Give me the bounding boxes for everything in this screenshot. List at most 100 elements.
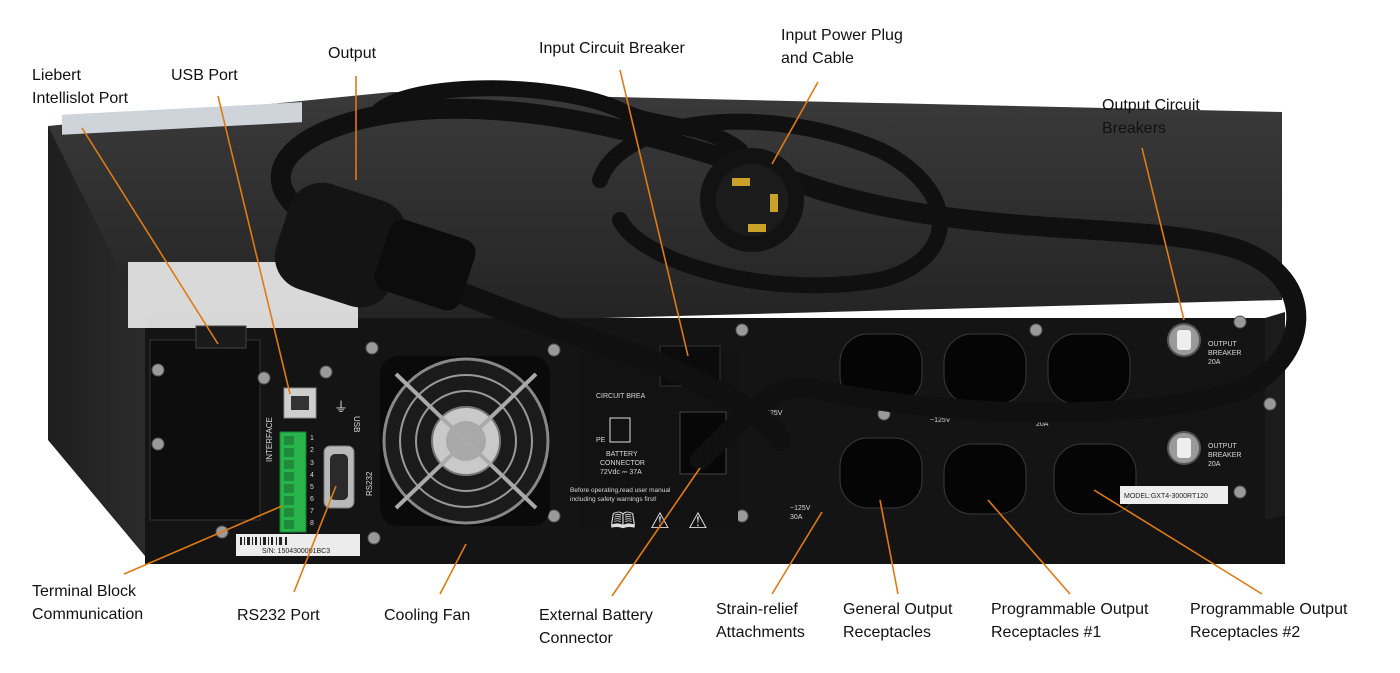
rating-30a: 30A xyxy=(790,514,803,521)
label-output: Output xyxy=(328,42,376,65)
leader-line-output-breakers xyxy=(1141,147,1185,321)
output-breaker-line-3: 20A xyxy=(1208,461,1221,468)
label-general-output-receptacles: General Output Receptacles xyxy=(843,598,952,644)
usb-text: USB xyxy=(352,416,361,432)
receptacles: ~125V ~125V ~125V 20A ~125V 30A xyxy=(762,333,1137,521)
label-input-circuit-breaker: Input Circuit Breaker xyxy=(539,37,685,60)
label-line: External Battery xyxy=(539,607,653,624)
terminal-number: 8 xyxy=(310,520,314,527)
pe-text: PE xyxy=(596,437,606,444)
warning-line-1: Before operating,read user manual xyxy=(570,487,671,494)
label-line: Receptacles #1 xyxy=(991,624,1102,641)
leader-line-prog2 xyxy=(1093,489,1263,595)
programmable-receptacle-1 xyxy=(943,443,1027,515)
output-breaker-line-2: BREAKER xyxy=(1208,452,1241,459)
leader-line-strain xyxy=(771,511,823,595)
label-line: Input Circuit Breaker xyxy=(539,40,685,57)
input-cable-loop xyxy=(372,80,748,158)
label-usb-port: USB Port xyxy=(171,64,238,87)
leader-line-ext-battery xyxy=(611,467,701,597)
label-output-circuit-breakers: Output Circuit Breakers xyxy=(1102,94,1200,140)
label-programmable-receptacles-2: Programmable Output Receptacles #2 xyxy=(1190,598,1347,644)
warning-triangle-icon: ⚠ xyxy=(650,508,670,533)
label-terminal-block: Terminal Block Communication xyxy=(32,580,143,626)
leader-line-terminal xyxy=(123,505,283,575)
leader-line-liebert xyxy=(81,127,219,345)
top-sticker xyxy=(62,102,302,135)
leader-line-usb xyxy=(217,95,291,395)
programmable-receptacle-1 xyxy=(943,333,1027,405)
model-text: MODEL:GXT4-3000RT120 xyxy=(1124,493,1208,500)
label-rs232-port: RS232 Port xyxy=(237,604,320,627)
warning-triangle-icon: ⚠ xyxy=(688,508,708,533)
terminal-block: INTERFACE 1 2 3 4 5 6 7 8 xyxy=(265,417,314,533)
output-connector xyxy=(274,182,476,311)
output-breaker-line-2: BREAKER xyxy=(1208,350,1241,357)
terminal-numbers: 1 2 3 4 5 6 7 8 xyxy=(310,435,314,527)
label-programmable-receptacles-1: Programmable Output Receptacles #1 xyxy=(991,598,1148,644)
label-line: Programmable Output xyxy=(1190,601,1348,618)
rating-125v: ~125V xyxy=(790,505,811,512)
label-line: Liebert xyxy=(32,67,81,84)
terminal-number: 1 xyxy=(310,435,314,442)
leader-line-fan xyxy=(439,543,467,595)
label-strain-relief: Strain-relief Attachments xyxy=(716,598,805,644)
battery-polarity-icon xyxy=(609,417,631,443)
left-panel-module xyxy=(149,339,261,521)
cooling-fan xyxy=(380,356,550,526)
chassis-left-side xyxy=(48,126,150,562)
label-line: RS232 Port xyxy=(237,607,320,624)
leader-lines xyxy=(81,69,1263,597)
plug-prong xyxy=(748,224,766,232)
label-line: Terminal Block xyxy=(32,583,137,600)
model-label xyxy=(1120,486,1228,504)
output-breaker-line-1: OUTPUT xyxy=(1208,443,1238,450)
output-breaker-line-1: OUTPUT xyxy=(1208,341,1238,348)
rating-125v: ~125V xyxy=(930,417,951,424)
leader-line-prog1 xyxy=(987,499,1071,595)
label-liebert-intellislot-port: Liebert Intellislot Port xyxy=(32,64,128,110)
plug-prong xyxy=(732,178,750,186)
manual-book-icon: 🕮 xyxy=(610,508,636,533)
label-line: Receptacles xyxy=(843,624,932,641)
interface-text: INTERFACE xyxy=(265,417,274,462)
programmable-receptacle-2 xyxy=(1053,443,1137,515)
input-power-plug xyxy=(700,148,804,252)
label-line: Breakers xyxy=(1102,120,1167,137)
battery-connector-line-1: BATTERY xyxy=(606,451,638,458)
label-line: Communication xyxy=(32,606,144,623)
label-cooling-fan: Cooling Fan xyxy=(384,604,470,627)
warning-line-2: including safety warnings first! xyxy=(570,496,657,503)
label-line: Input Power Plug xyxy=(781,27,903,44)
output-breaker-line-3: 20A xyxy=(1208,359,1221,366)
leader-line-input-plug xyxy=(771,81,819,165)
liebert-slot-cover xyxy=(195,325,247,349)
label-line: Cooling Fan xyxy=(384,607,471,624)
label-external-battery-connector: External Battery Connector xyxy=(539,604,653,650)
label-input-power-plug: Input Power Plug and Cable xyxy=(781,24,903,70)
plug-prong xyxy=(770,194,778,212)
label-line: Programmable Output xyxy=(991,601,1149,618)
label-line: Output Circuit xyxy=(1102,97,1200,114)
rating-125v: ~125V xyxy=(762,410,783,417)
serial-label: S/N: 1504300001BC3 xyxy=(236,534,360,556)
label-line: General Output xyxy=(843,601,953,618)
output-breakers: OUTPUT BREAKER 20A OUTPUT BREAKER 20A MO… xyxy=(1120,323,1241,504)
general-receptacle xyxy=(839,437,923,509)
power-cables xyxy=(270,80,1307,470)
label-line: Strain-relief xyxy=(716,601,798,618)
usb-symbol-icon: ⏚ xyxy=(334,399,348,415)
label-line: and Cable xyxy=(781,50,854,67)
rs232-text: RS232 xyxy=(365,471,374,496)
label-line: USB Port xyxy=(171,67,238,84)
label-line: Receptacles #2 xyxy=(1190,624,1301,641)
label-line: Attachments xyxy=(716,624,805,641)
output-cable-run xyxy=(399,259,791,451)
rating-20a: 20A xyxy=(1036,421,1049,428)
terminal-number: 5 xyxy=(310,484,314,491)
label-line: Intellislot Port xyxy=(32,90,129,107)
leader-line-input-breaker xyxy=(619,69,689,357)
terminal-number: 3 xyxy=(310,460,314,467)
serial-text: S/N: 1504300001BC3 xyxy=(262,548,330,555)
